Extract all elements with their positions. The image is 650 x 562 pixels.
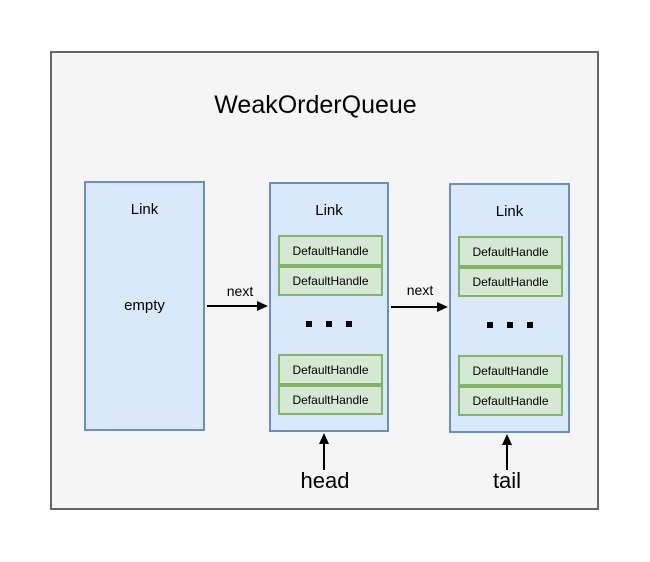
link-node-label: Link bbox=[130, 201, 159, 218]
default-handle-cell: DefaultHandle bbox=[278, 266, 383, 296]
next-arrow-line bbox=[391, 306, 438, 308]
arrow-right-icon bbox=[257, 301, 268, 311]
default-handle-cell: DefaultHandle bbox=[458, 355, 563, 386]
default-handle-cell: DefaultHandle bbox=[458, 267, 563, 297]
link-node-label: Link bbox=[315, 202, 343, 219]
head-pointer-label: head bbox=[300, 468, 350, 493]
weak-order-queue-frame: WeakOrderQueue Link empty Link DefaultHa… bbox=[50, 51, 599, 510]
link-node-empty: Link empty bbox=[84, 181, 205, 431]
tail-pointer-line bbox=[506, 442, 508, 470]
link-node-label: Link bbox=[495, 203, 524, 220]
ellipsis-dots bbox=[451, 322, 568, 328]
arrow-right-icon bbox=[437, 302, 448, 312]
link-node-tail: Link DefaultHandle DefaultHandle Default… bbox=[449, 183, 570, 433]
next-arrow-label: next bbox=[226, 283, 254, 299]
arrow-up-icon bbox=[319, 433, 329, 444]
default-handle-cell: DefaultHandle bbox=[278, 385, 383, 415]
ellipsis-dots bbox=[271, 321, 387, 327]
tail-pointer-label: tail bbox=[492, 468, 522, 493]
default-handle-cell: DefaultHandle bbox=[278, 235, 383, 266]
head-pointer-line bbox=[323, 442, 325, 470]
next-arrow-label: next bbox=[406, 282, 434, 298]
default-handle-cell: DefaultHandle bbox=[458, 236, 563, 267]
next-arrow-line bbox=[207, 305, 258, 307]
default-handle-cell: DefaultHandle bbox=[458, 386, 563, 416]
default-handle-cell: DefaultHandle bbox=[278, 354, 383, 385]
link-node-head: Link DefaultHandle DefaultHandle Default… bbox=[269, 182, 389, 432]
diagram-title: WeakOrderQueue bbox=[214, 91, 417, 119]
arrow-up-icon bbox=[502, 434, 512, 445]
empty-label: empty bbox=[124, 297, 165, 314]
